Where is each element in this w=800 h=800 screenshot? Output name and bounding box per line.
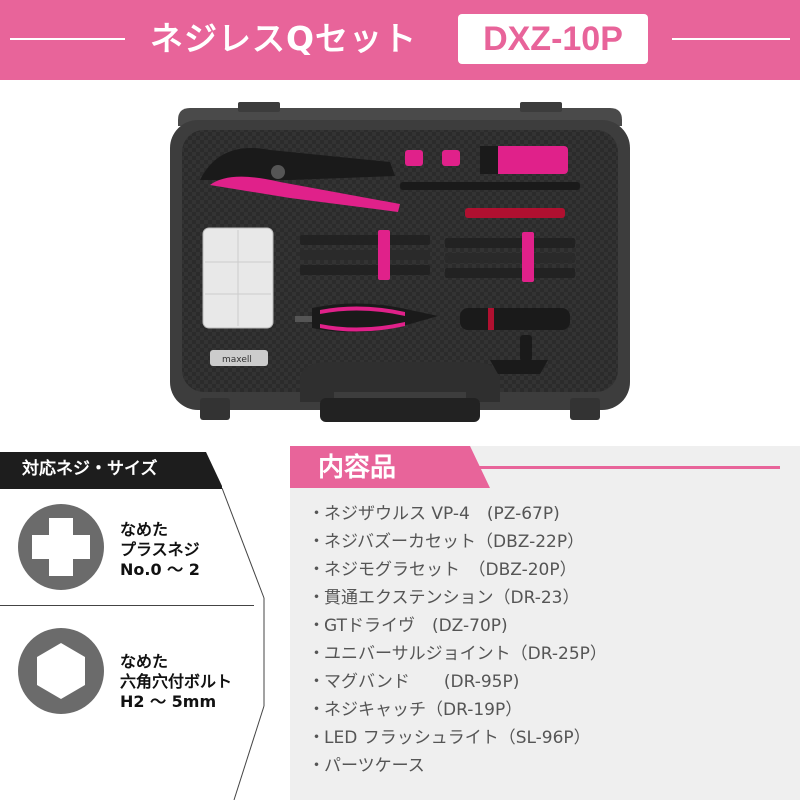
contents-panel — [290, 446, 800, 800]
list-item: ・ネジキャッチ（DR-19P） — [308, 700, 523, 720]
list-item: ・ネジモグラセット （DBZ-20P） — [308, 560, 577, 580]
compatible-item-separator — [0, 605, 254, 606]
contents-title: 内容品 — [318, 453, 397, 483]
list-item: ・パーツケース — [308, 756, 425, 776]
contents-tab — [290, 446, 490, 488]
list-item: ・GTドライヴ (DZ-70P) — [308, 616, 508, 636]
list-item: ・マグバンド (DR-95P) — [308, 672, 520, 692]
compatible-item-1-line2: プラスネジ — [120, 540, 200, 559]
banner-title: ネジレスQセット — [150, 19, 418, 58]
list-item: ・LED フラッシュライト（SL-96P） — [308, 728, 591, 748]
compatible-item-1-line3: No.0 ～ 2 — [120, 560, 200, 579]
gt-drive-screwdriver — [295, 303, 438, 333]
banner-divider-right — [672, 38, 790, 40]
compatible-size-underline — [0, 486, 222, 489]
pliers-tool — [200, 148, 400, 212]
tool-case-illustration: maxell — [170, 102, 630, 422]
case-handle — [300, 362, 500, 402]
led-flashlight — [460, 308, 570, 330]
battery-label: maxell — [222, 355, 252, 365]
compatible-item-2-line3: H2 ～ 5mm — [120, 692, 217, 711]
bit-set-left — [300, 230, 430, 280]
compatible-item-2-line2: 六角穴付ボルト — [120, 672, 233, 691]
compatible-size-title: 対応ネジ・サイズ — [22, 459, 158, 479]
contents-rule — [290, 466, 780, 469]
compatible-item-2-line1: なめた — [120, 652, 169, 671]
battery — [210, 350, 268, 366]
compatible-size-tab — [0, 452, 222, 486]
list-item: ・貫通エクステンション（DR-23） — [308, 588, 580, 608]
model-number-badge: DXZ-10P — [458, 14, 648, 64]
case-latch — [200, 398, 230, 420]
universal-joint — [490, 335, 548, 374]
socket-adapter — [405, 150, 423, 166]
tool-case-image: maxell — [0, 80, 800, 440]
mag-band — [480, 146, 568, 174]
socket-adapter — [442, 150, 460, 166]
contents-list: ・ネジザウルス VP-4 (PZ-67P) ・ネジバズーカセット（DBZ-22P… — [308, 500, 788, 780]
bit-set-right — [445, 232, 575, 282]
list-item: ・ネジザウルス VP-4 (PZ-67P) — [308, 504, 560, 524]
case-latch — [570, 398, 600, 420]
list-item: ・ネジバズーカセット（DBZ-22P） — [308, 532, 585, 552]
compatible-item-1-line1: なめた — [120, 520, 169, 539]
hex-socket-bolt-icon — [18, 628, 104, 714]
banner-divider-left — [10, 38, 125, 40]
list-item: ・ユニバーサルジョイント（DR-25P） — [308, 644, 607, 664]
extension-bar — [400, 182, 580, 190]
case-hinge — [520, 102, 562, 112]
header-banner: ネジレスQセット DXZ-10P — [0, 0, 800, 80]
phillips-screw-head-icon — [18, 504, 104, 590]
case-handle-grip — [320, 398, 480, 422]
bit-holder — [465, 208, 565, 218]
case-hinge — [238, 102, 280, 112]
section-divider-diagonal — [222, 487, 265, 800]
